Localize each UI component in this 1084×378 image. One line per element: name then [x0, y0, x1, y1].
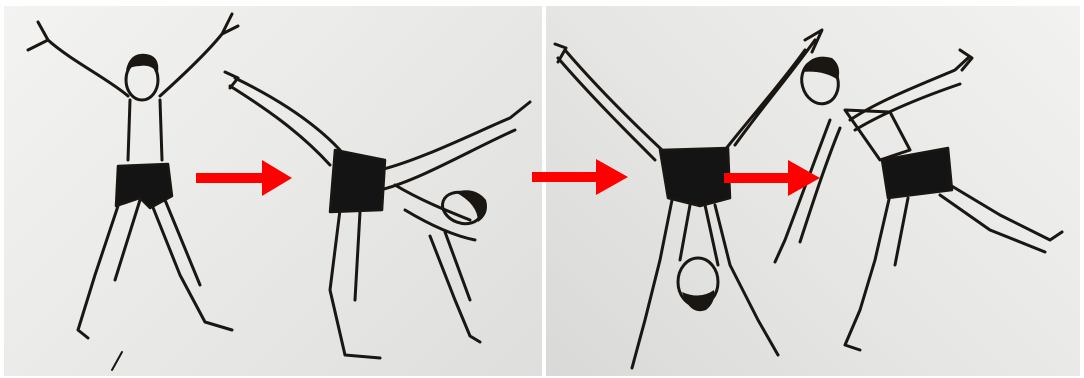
figure-side-tilt	[225, 72, 530, 358]
figure-landing	[775, 50, 1062, 350]
pencil-mark	[112, 352, 122, 370]
figure-handstand	[555, 30, 822, 368]
arrow-right-3	[724, 160, 820, 196]
arrow-right-1	[196, 160, 292, 196]
arrow-right-2	[532, 159, 628, 195]
